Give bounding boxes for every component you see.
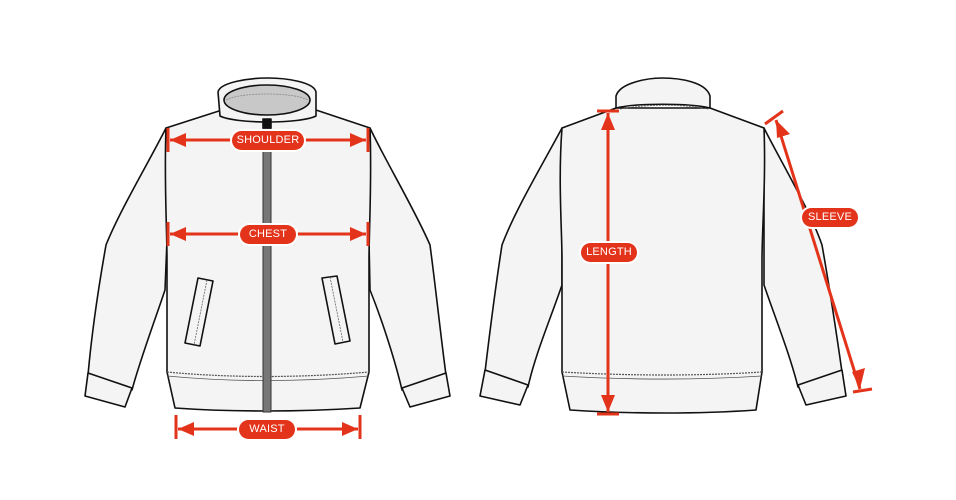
zipper xyxy=(262,119,272,413)
sleeve-label: SLEEVE xyxy=(802,208,858,227)
front-left-sleeve xyxy=(87,127,168,391)
front-right-pocket xyxy=(321,275,351,345)
zipper-pull xyxy=(262,118,272,129)
length-measure-line xyxy=(597,109,619,416)
length-label: LENGTH xyxy=(581,243,637,262)
shoulder-label: SHOULDER xyxy=(232,131,304,150)
front-left-pocket xyxy=(184,277,214,347)
waist-label: WAIST xyxy=(239,420,295,439)
back-left-sleeve xyxy=(484,127,563,388)
back-jacket xyxy=(479,77,847,414)
back-left-cuff xyxy=(479,369,529,406)
back-body xyxy=(559,107,766,414)
back-right-sleeve xyxy=(763,127,843,388)
sleeve-measure-line xyxy=(764,109,873,394)
front-right-cuff xyxy=(401,372,451,408)
chest-label: CHEST xyxy=(240,225,296,244)
front-left-cuff xyxy=(84,372,133,408)
back-right-cuff xyxy=(797,369,847,406)
collar-opening xyxy=(223,84,311,116)
front-right-sleeve xyxy=(368,127,447,391)
back-collar xyxy=(615,77,711,109)
front-jacket xyxy=(84,77,451,413)
